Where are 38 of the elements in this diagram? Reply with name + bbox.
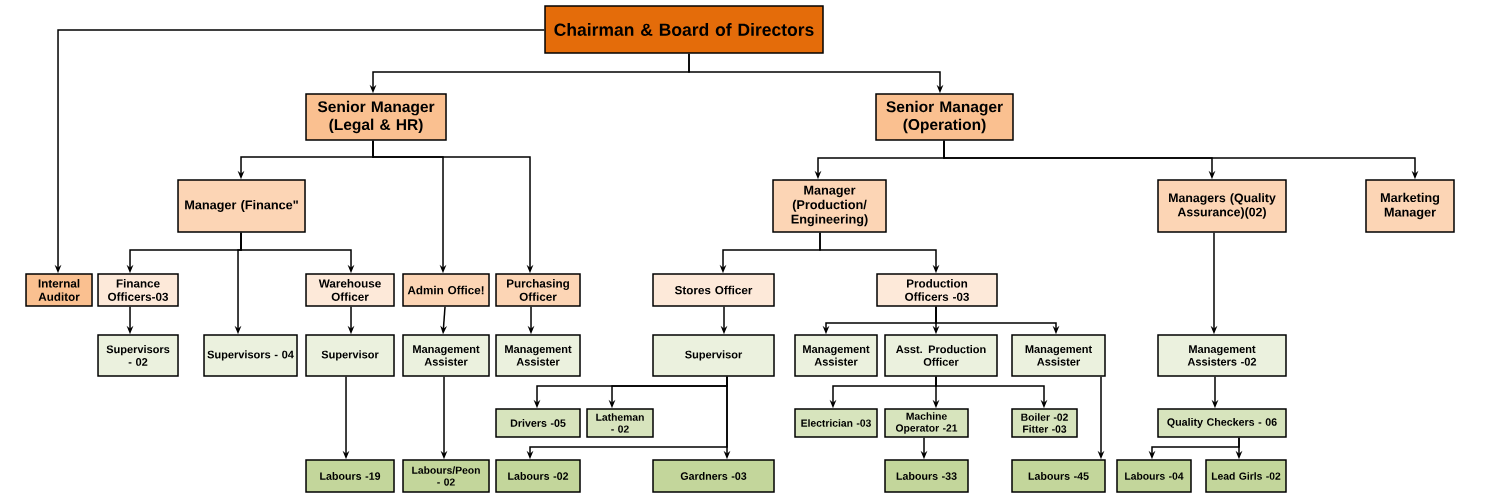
position-box: Labours -19	[305, 459, 395, 493]
position-box: Chairman & Board of Directors	[544, 5, 824, 54]
position-box: Finance Officers-03	[97, 273, 179, 307]
position-box: Machine Operator -21	[884, 408, 969, 438]
position-box: Boiler -02 Fitter -03	[1011, 408, 1078, 438]
position-box: Drivers -05	[495, 408, 581, 438]
position-box: Latheman - 02	[586, 408, 654, 438]
position-box: Senior Manager (Operation)	[875, 93, 1014, 141]
position-box: Gardners -03	[652, 459, 775, 493]
position-box: Lead Girls -02	[1205, 459, 1287, 493]
position-box: Managers (Quality Assurance)(02)	[1157, 179, 1287, 233]
position-box: Management Assister	[1011, 334, 1106, 377]
position-box: Warehouse Officer	[305, 273, 395, 307]
position-box: Electrician -03	[794, 408, 878, 438]
position-box: Purchasing Officer	[495, 273, 581, 307]
position-box: Marketing Manager	[1365, 179, 1455, 233]
position-box: Supervisor	[652, 334, 775, 377]
position-box: Asst. Production Officer	[884, 334, 998, 377]
position-box: Supervisors - 04	[203, 334, 298, 377]
position-box: Labours -02	[495, 459, 581, 493]
position-box: Management Assister	[794, 334, 878, 377]
position-box: Senior Manager (Legal & HR)	[305, 93, 447, 141]
position-box: Admin Office!	[402, 273, 490, 307]
position-box: Management Assisters -02	[1157, 334, 1287, 377]
position-box: Stores Officer	[652, 273, 775, 307]
position-box: Quality Checkers - 06	[1157, 408, 1287, 438]
position-box: Production Officers -03	[876, 273, 998, 307]
position-box: Supervisor	[305, 334, 395, 377]
position-box: Labours -45	[1011, 459, 1106, 493]
position-box: Labours -33	[884, 459, 969, 493]
position-box: Manager (Finance"	[177, 179, 306, 233]
position-box: Labours/Peon - 02	[402, 459, 490, 493]
position-box: Supervisors - 02	[97, 334, 179, 377]
position-box: Internal Auditor	[25, 273, 93, 307]
position-box: Labours -04	[1116, 459, 1192, 493]
position-box: Management Assister	[495, 334, 581, 377]
position-box: Manager (Production/ Engineering)	[772, 179, 887, 233]
position-box: Management Assister	[402, 334, 490, 377]
